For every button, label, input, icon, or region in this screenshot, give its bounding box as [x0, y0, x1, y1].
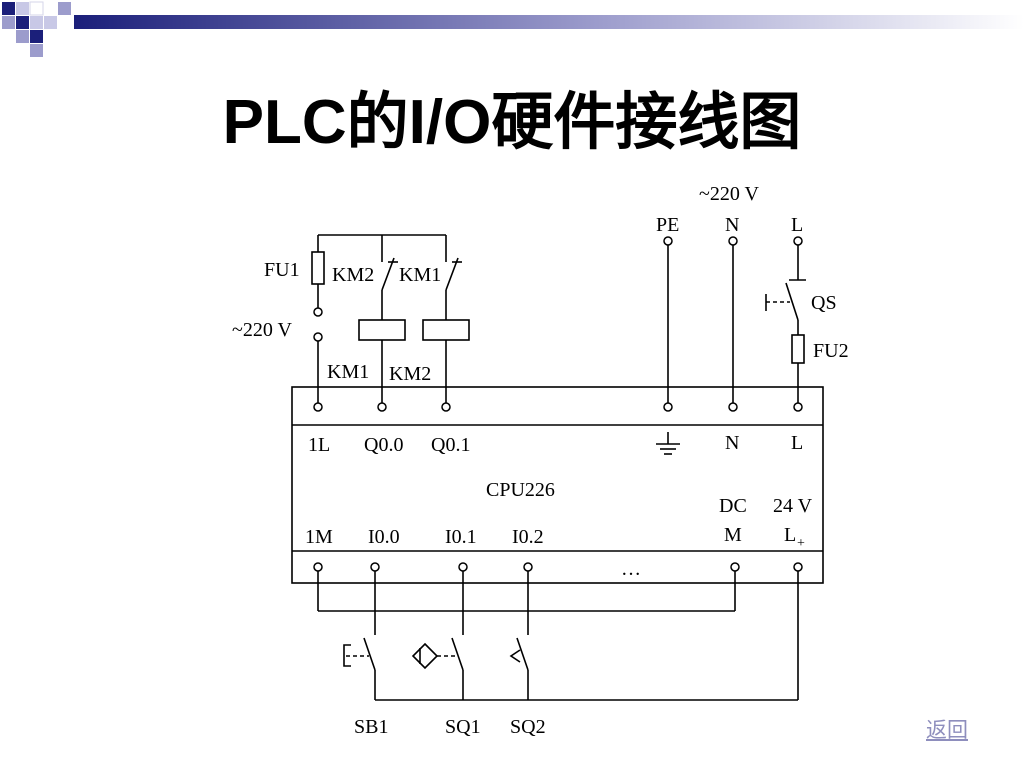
sq2-contact-blade [516, 637, 529, 671]
terminal-1m [313, 562, 323, 572]
terminal-i01 [458, 562, 468, 572]
label-qs: QS [811, 292, 837, 314]
coil-km2-box [422, 319, 470, 341]
label-i01: I0.1 [445, 526, 477, 548]
label-q01: Q0.1 [431, 434, 470, 456]
terminal-i02 [523, 562, 533, 572]
terminal-pe [663, 236, 673, 246]
corner-square-light [30, 16, 43, 29]
corner-square-dark [30, 30, 43, 43]
label-1l: 1L [308, 434, 330, 456]
terminal-i00 [370, 562, 380, 572]
label-km1-contact: KM1 [399, 264, 441, 286]
corner-decoration [2, 1, 71, 57]
label-1m: 1M [305, 526, 333, 548]
slide-title: PLC的I/O硬件接线图 [222, 88, 802, 157]
sb1-button-icon [343, 644, 351, 667]
corner-square-dark [2, 2, 15, 15]
coil-km1-box [358, 319, 406, 341]
terminal-q01 [441, 402, 451, 412]
label-dc-m: M [724, 524, 742, 546]
corner-square-light [16, 2, 29, 15]
terminal-l [793, 236, 803, 246]
label-cpu-l: L [791, 432, 803, 454]
label-coil-km1: KM1 [327, 361, 369, 383]
sb1-contact-blade [363, 637, 376, 671]
cpu-box [291, 386, 824, 584]
label-pe: PE [656, 214, 679, 236]
fuse-fu1 [311, 251, 325, 285]
label-dc-lplus-sub: + [797, 536, 805, 551]
qs-blade [785, 282, 799, 321]
label-fu2: FU2 [813, 340, 849, 362]
label-i00: I0.0 [368, 526, 400, 548]
label-q00: Q0.0 [364, 434, 403, 456]
terminal-supply-left-bottom [313, 332, 323, 342]
corner-square-light [58, 2, 71, 15]
km1-contact-blade [445, 257, 459, 291]
sq1-proximity-icon [411, 642, 439, 670]
terminal-n [728, 236, 738, 246]
supply-top-voltage: ~220 V [699, 183, 759, 205]
label-coil-km2: KM2 [389, 363, 431, 385]
terminal-dc-m [730, 562, 740, 572]
label-km2-contact: KM2 [332, 264, 374, 286]
terminal-cpu-pe [663, 402, 673, 412]
fuse-fu2 [791, 334, 805, 364]
label-sq1: SQ1 [445, 716, 481, 738]
terminal-dc-lplus [793, 562, 803, 572]
cpu-model: CPU226 [486, 479, 555, 501]
corner-square-light [2, 16, 15, 29]
label-fu1: FU1 [264, 259, 300, 281]
label-l: L [791, 214, 803, 236]
label-supply-left: ~220 V [232, 319, 292, 341]
corner-square-dark [16, 16, 29, 29]
corner-square-light [16, 30, 29, 43]
label-i02: I0.2 [512, 526, 544, 548]
terminal-1l [313, 402, 323, 412]
label-n: N [725, 214, 739, 236]
sq2-limit-icon [509, 649, 521, 663]
corner-square-light [30, 44, 43, 57]
label-dc-voltage: 24 V [773, 495, 813, 517]
label-dc: DC [719, 495, 747, 517]
corner-square-light [29, 1, 44, 16]
label-dc-lplus: L [784, 524, 796, 546]
label-ellipsis: … [621, 558, 641, 580]
corner-square-light [44, 16, 57, 29]
km2-contact-blade [381, 257, 395, 291]
label-sb1: SB1 [354, 716, 388, 738]
return-link[interactable]: 返回 [926, 718, 968, 742]
terminal-cpu-n [728, 402, 738, 412]
label-cpu-n: N [725, 432, 739, 454]
sq1-contact-blade [451, 637, 464, 671]
terminal-supply-left-top [313, 307, 323, 317]
label-sq2: SQ2 [510, 716, 546, 738]
header-gradient-bar [74, 15, 1024, 29]
terminal-cpu-l [793, 402, 803, 412]
terminal-q00 [377, 402, 387, 412]
